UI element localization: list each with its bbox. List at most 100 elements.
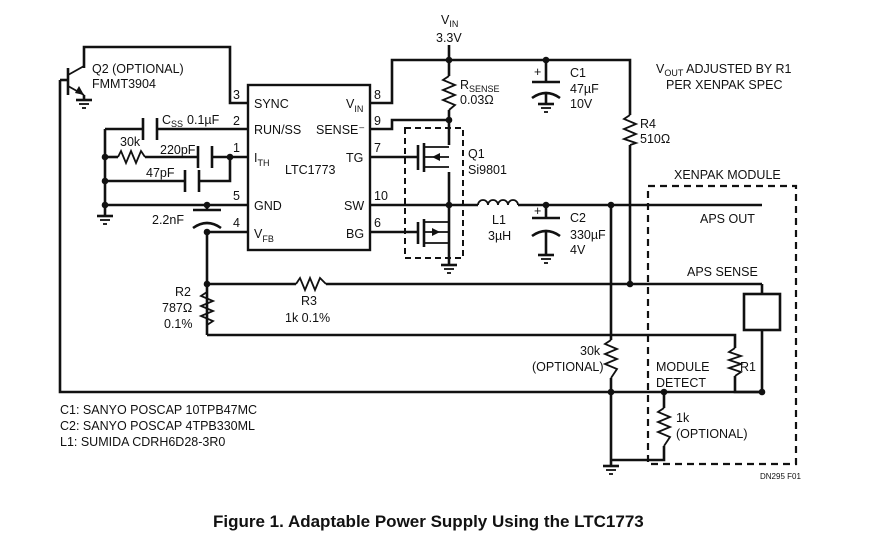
pin-2-num: 2: [233, 114, 240, 128]
module-title: XENPAK MODULE: [674, 168, 781, 182]
bom-line-1: C1: SANYO POSCAP 10TPB47MC: [60, 403, 257, 417]
pin-8-num: 8: [374, 88, 381, 102]
vin-label: VIN 3.3V: [436, 13, 462, 45]
c2-name: C2: [570, 211, 586, 225]
pin-tg-label: TG: [346, 151, 363, 165]
c1-value1: 47µF: [570, 82, 599, 96]
r1k-optional-resistor: 1k (OPTIONAL): [655, 407, 748, 447]
q2-transistor: Q2 (OPTIONAL) FMMT3904: [60, 62, 184, 96]
pin-ith-label: ITH: [254, 151, 269, 168]
bom-line-2: C2: SANYO POSCAP 4TPB330ML: [60, 419, 255, 433]
vout-adjust-note: VOUT ADJUSTED BY R1 PER XENPAK SPEC: [656, 62, 792, 92]
r4-resistor: R4 510Ω: [621, 114, 670, 146]
r3-value: 1k 0.1%: [285, 311, 330, 325]
l1-name: L1: [492, 213, 506, 227]
c1-name: C1: [570, 66, 586, 80]
pin-gnd-label: GND: [254, 199, 282, 213]
r1-name: R1: [740, 360, 756, 374]
bom-line-3: L1: SUMIDA CDRH6D28-3R0: [60, 435, 225, 449]
detect-line1: MODULE: [656, 360, 709, 374]
q1-mosfets: Q1 Si9801: [404, 127, 507, 259]
r1k-opt-value: 1k: [676, 411, 690, 425]
pin-4-num: 4: [233, 216, 240, 230]
figure-caption: Figure 1. Adaptable Power Supply Using t…: [213, 512, 644, 531]
pin-runss-label: RUN/SS: [254, 123, 301, 137]
c2-value2: 4V: [570, 243, 586, 257]
pin-9-num: 9: [374, 114, 381, 128]
bom-notes: C1: SANYO POSCAP 10TPB47MC C2: SANYO POS…: [60, 403, 257, 449]
svg-text:VIN: VIN: [441, 13, 458, 29]
pin-sw-label: SW: [344, 199, 364, 213]
r4-name: R4: [640, 117, 656, 131]
pin-vfb-label: VFB: [254, 227, 274, 244]
pin-bg-label: BG: [346, 227, 364, 241]
l1-value: 3µH: [488, 229, 511, 243]
pin-sense-label: SENSE⁻: [316, 123, 365, 137]
pin-1-num: 1: [233, 141, 240, 155]
r30k-label: 30k: [120, 135, 141, 149]
r3-resistor: R3 1k 0.1%: [285, 275, 330, 325]
c47p-label: 47pF: [146, 166, 175, 180]
detect-line2: DETECT: [656, 376, 706, 390]
ground-icon: [76, 98, 92, 109]
c2n2-capacitor: 2.2nF: [152, 208, 222, 230]
ground-icon: [538, 253, 554, 264]
ground-icon: [97, 214, 113, 225]
aps-out-label: APS OUT: [700, 212, 755, 226]
r2-resistor: R2 787Ω 0.1%: [162, 285, 216, 331]
pin-10-num: 10: [374, 189, 388, 203]
r2-value1: 787Ω: [162, 301, 192, 315]
r1-resistor: R1: [726, 347, 756, 377]
svg-text:VOUT ADJUSTED BY R1: VOUT ADJUSTED BY R1: [656, 62, 792, 78]
ground-icon: [538, 102, 554, 113]
c47p-capacitor: 47pF: [146, 166, 201, 192]
c2n2-label: 2.2nF: [152, 213, 184, 227]
r30k-opt-note: (OPTIONAL): [532, 360, 604, 374]
c2-value1: 330µF: [570, 228, 606, 242]
c220p-label: 220pF: [160, 143, 196, 157]
pin-3-num: 3: [233, 88, 240, 102]
ground-icon: [441, 263, 457, 274]
q1-part: Si9801: [468, 163, 507, 177]
c220p-capacitor: 220pF: [160, 143, 214, 168]
r2-name: R2: [175, 285, 191, 299]
rsense-resistor: RSENSE 0.03Ω: [440, 75, 500, 111]
ground-icon: [603, 460, 619, 475]
wires: [58, 45, 764, 462]
vout-adjust-line2: PER XENPAK SPEC: [666, 78, 782, 92]
r30k-optional-resistor: 30k (OPTIONAL): [532, 339, 620, 379]
r30k-resistor: 30k: [117, 135, 146, 166]
pin-6-num: 6: [374, 216, 381, 230]
pin-5-num: 5: [233, 189, 240, 203]
pin-vin-label: VIN: [346, 97, 363, 114]
c1-capacitor: + C1 47µF 10V: [531, 65, 599, 111]
q1-name: Q1: [468, 147, 485, 161]
l1-inductor: L1 3µH: [477, 199, 519, 243]
doc-code: DN295 F01: [760, 472, 801, 481]
xenpak-module: XENPAK MODULE APS OUT APS SENSE MODULE D…: [646, 168, 798, 466]
c1-value2: 10V: [570, 97, 593, 111]
c2-capacitor: + C2 330µF 4V: [531, 204, 606, 257]
q2-name: Q2 (OPTIONAL): [92, 62, 184, 76]
r1k-opt-note: (OPTIONAL): [676, 427, 748, 441]
ltc1773-ic: LTC1773 SYNC 3 RUN/SS 2 ITH 1 GND 5 VFB …: [233, 83, 388, 252]
junction-dots: [101, 56, 766, 396]
c2-plus-icon: +: [534, 204, 541, 218]
q2-part: FMMT3904: [92, 77, 156, 91]
r30k-opt-value: 30k: [580, 344, 601, 358]
r4-value: 510Ω: [640, 132, 670, 146]
pin-sync-label: SYNC: [254, 97, 289, 111]
rsense-value: 0.03Ω: [460, 93, 494, 107]
rsense-name: RSENSE: [460, 78, 500, 94]
r2-value2: 0.1%: [164, 317, 193, 331]
ic-part: LTC1773: [285, 163, 336, 177]
aps-sense-label: APS SENSE: [687, 265, 758, 279]
pin-7-num: 7: [374, 141, 381, 155]
load-block: [742, 292, 782, 332]
vin-value: 3.3V: [436, 31, 462, 45]
r3-name: R3: [301, 294, 317, 308]
c1-plus-icon: +: [534, 65, 541, 79]
